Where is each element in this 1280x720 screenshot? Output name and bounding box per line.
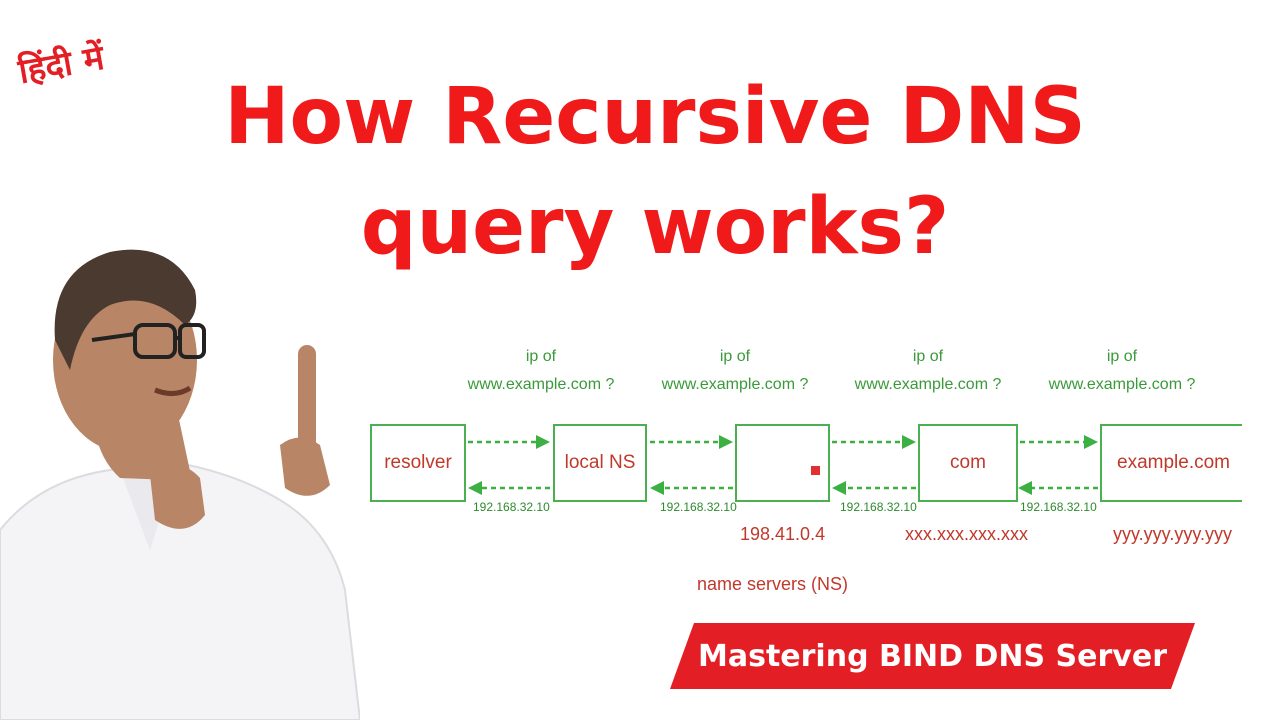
query-label-2: ip of www.example.com ?: [640, 343, 830, 399]
query-line-2: www.example.com ?: [467, 376, 615, 393]
reply-ip-3: 192.168.32.10: [840, 500, 917, 514]
presenter-illustration: [0, 249, 360, 720]
node-example-com: example.com: [1100, 424, 1242, 502]
ns-ip-com: xxx.xxx.xxx.xxx: [905, 524, 1029, 544]
arrowhead-right-icon: [536, 435, 550, 449]
course-banner-text: Mastering BIND DNS Server: [698, 638, 1167, 674]
title-line-1: How Recursive DNS: [224, 72, 1086, 162]
node-root-ns: [735, 424, 830, 502]
arrowhead-left-icon: [650, 481, 664, 495]
query-line-1: ip of: [912, 348, 944, 365]
query-line-1: ip of: [1106, 348, 1138, 365]
query-label-1: ip of www.example.com ?: [446, 343, 636, 399]
node-com: com: [918, 424, 1018, 502]
arrowhead-left-icon: [468, 481, 482, 495]
title-line-2: query works?: [360, 182, 950, 272]
node-resolver: resolver: [370, 424, 466, 502]
reply-ip-2: 192.168.32.10: [660, 500, 737, 514]
arrowhead-right-icon: [1084, 435, 1098, 449]
ns-ip-example: yyy.yyy.yyy.yyy: [1113, 524, 1232, 544]
query-label-3: ip of www.example.com ?: [833, 343, 1023, 399]
reply-ip-4: 192.168.32.10: [1020, 500, 1097, 514]
reply-ip-1: 192.168.32.10: [473, 500, 550, 514]
query-line-2: www.example.com ?: [854, 376, 1002, 393]
arrowhead-left-icon: [1018, 481, 1032, 495]
name-servers-label: name servers (NS): [697, 574, 849, 594]
course-banner: Mastering BIND DNS Server: [670, 623, 1195, 689]
ns-ip-root: 198.41.0.4: [740, 524, 826, 544]
query-line-2: www.example.com ?: [661, 376, 809, 393]
arrowhead-right-icon: [902, 435, 916, 449]
query-line-2: www.example.com ?: [1048, 376, 1196, 393]
query-label-4: ip of www.example.com ?: [1027, 343, 1217, 399]
query-line-1: ip of: [719, 348, 751, 365]
node-local-ns: local NS: [553, 424, 647, 502]
arrowhead-right-icon: [719, 435, 733, 449]
root-marker-icon: [811, 466, 820, 475]
arrowhead-left-icon: [832, 481, 846, 495]
query-line-1: ip of: [525, 348, 557, 365]
